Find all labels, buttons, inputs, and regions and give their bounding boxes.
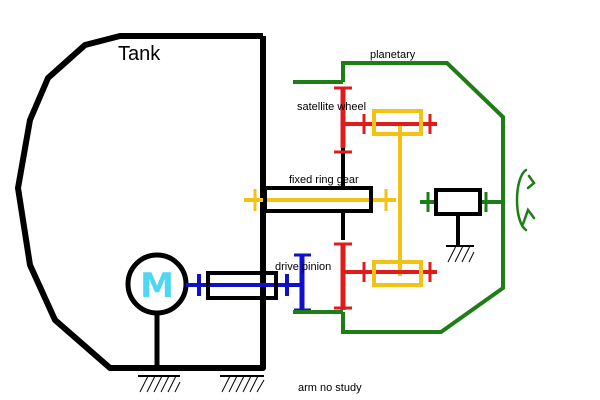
rotation-arrow-icon [515, 168, 536, 232]
tank-label: Tank [118, 43, 161, 65]
drive-pinion-label: drive pinion [275, 261, 331, 273]
satellite-wheel-label: satellite wheel [297, 101, 366, 113]
output-support-bearing [434, 188, 482, 216]
tank-housing [15, 33, 266, 371]
ground-hatch-right [220, 375, 265, 393]
fixed-ring-gear-housing [263, 186, 373, 213]
drive-shaft-bearing [206, 271, 278, 300]
satellite-bearing-upper [372, 109, 423, 136]
ground-hatch-left [138, 375, 181, 393]
arm-note-label: arm no study [298, 382, 362, 394]
fixed-ring-gear-label: fixed ring gear [289, 174, 359, 186]
motor-label: M [140, 266, 174, 306]
satellite-bearing-lower [372, 260, 423, 287]
planetary-label: planetary [370, 49, 416, 61]
ground-hatch-support [446, 245, 475, 263]
